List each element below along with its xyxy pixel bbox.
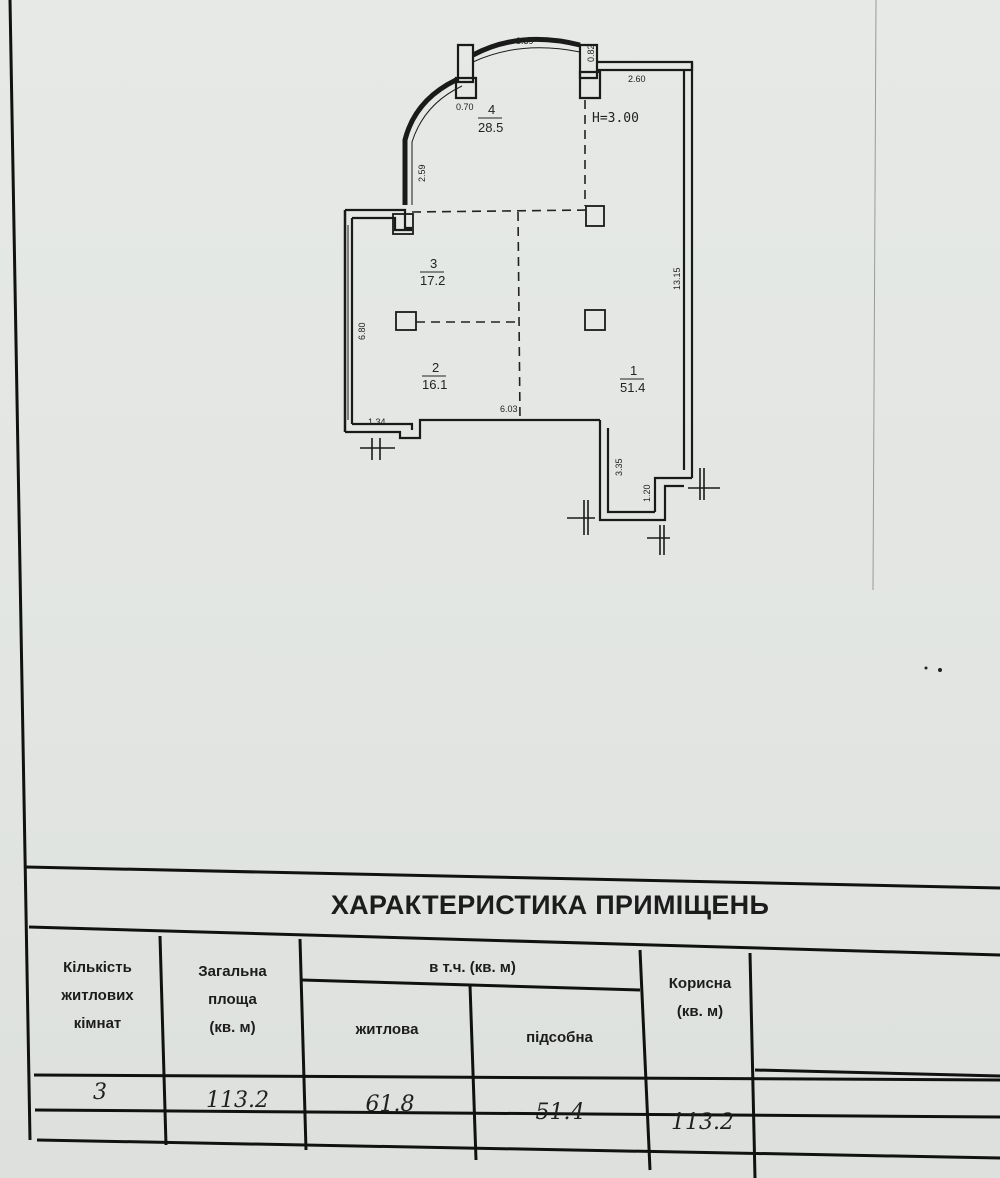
dim-right-wall: 13.15 bbox=[672, 267, 682, 290]
value-useful: 113.2 bbox=[671, 1110, 734, 1135]
room-3-label: 3 17.2 bbox=[420, 256, 445, 288]
dim-wall-top-right: 2.60 bbox=[628, 74, 646, 84]
dim-arc-left: 2.59 bbox=[417, 164, 427, 182]
room-number: 1 bbox=[630, 363, 637, 378]
header-including: в т.ч. (кв. м) bbox=[429, 959, 516, 976]
value-rooms-count: 3 bbox=[93, 1080, 107, 1105]
dim-pier-right: 0.82 bbox=[586, 44, 596, 62]
room-area: 51.4 bbox=[620, 380, 645, 395]
dim-step-vertical: 3.35 bbox=[614, 458, 624, 476]
plan-door-marks bbox=[360, 438, 720, 555]
room-number: 2 bbox=[432, 360, 439, 375]
table-title: ХАРАКТЕРИСТИКА ПРИМІЩЕНЬ bbox=[330, 890, 770, 920]
page-guide-right bbox=[872, 0, 877, 591]
room-area: 17.2 bbox=[420, 273, 445, 288]
header-living: житлова bbox=[355, 1021, 419, 1038]
room-4-label: 4 28.5 bbox=[478, 102, 503, 135]
plan-columns bbox=[392, 205, 606, 331]
room-area: 28.5 bbox=[478, 120, 503, 135]
dim-step-bottom: 1.20 bbox=[642, 484, 652, 502]
value-living: 61.8 bbox=[365, 1092, 415, 1117]
room-number: 3 bbox=[430, 256, 437, 271]
ceiling-height-note: H=3.00 bbox=[592, 111, 639, 126]
room-number: 4 bbox=[488, 102, 495, 117]
value-auxiliary: 51.4 bbox=[535, 1100, 585, 1125]
plan-walls bbox=[343, 36, 694, 522]
room-1-label: 1 51.4 bbox=[620, 363, 645, 395]
value-total-area: 113.2 bbox=[206, 1088, 269, 1113]
header-total-area: Загальна площа (кв. м) bbox=[198, 963, 267, 1036]
dim-bottom-mid: 6.03 bbox=[500, 404, 518, 414]
header-auxiliary: підсобна bbox=[526, 1029, 593, 1046]
dim-arc-top: 3.39 bbox=[516, 36, 534, 46]
dim-left-wall: 6.80 bbox=[357, 322, 367, 340]
page-border-left bbox=[8, 0, 32, 1141]
dim-bottom-left: 1.34 bbox=[368, 417, 386, 427]
room-area: 16.1 bbox=[422, 377, 447, 392]
plan-room-dividers bbox=[411, 100, 591, 421]
characteristics-table-grid bbox=[25, 865, 1000, 1178]
dim-pier-left: 0.70 bbox=[456, 102, 474, 112]
header-rooms-count: Кількість житлових кімнат bbox=[61, 959, 134, 1032]
room-2-label: 2 16.1 bbox=[422, 360, 447, 392]
header-useful: Корисна (кв. м) bbox=[668, 975, 732, 1020]
